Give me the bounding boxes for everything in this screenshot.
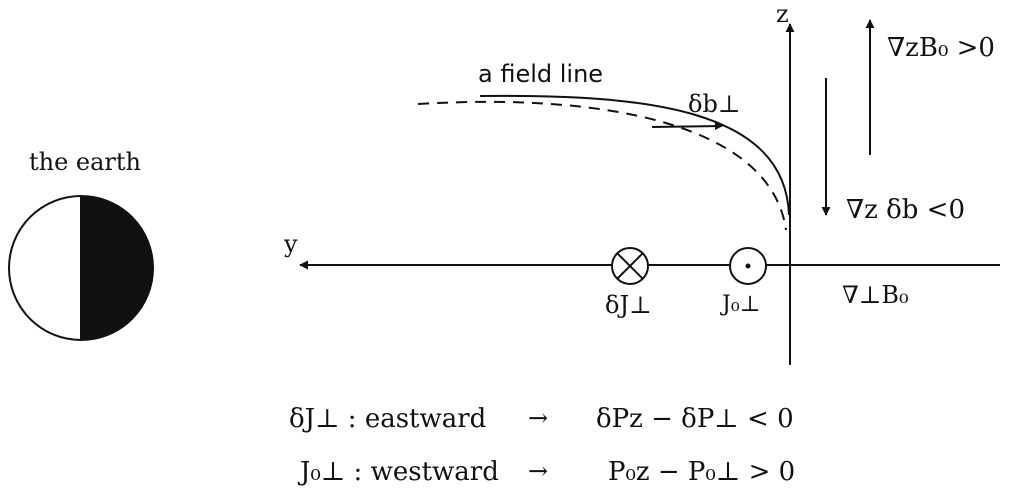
relation-2: J₀⊥ : westward → P₀z − P₀⊥ > 0 (297, 457, 795, 487)
earth-nightside (81, 196, 153, 340)
J0-perp-label: J₀⊥ (720, 292, 760, 317)
field-line-label: a field line (478, 60, 603, 88)
delta-J-perp-label: δJ⊥ (605, 291, 652, 319)
J0-perp-symbol (729, 247, 767, 285)
field-line (479, 94, 790, 216)
delta-b-perp-arrow (651, 122, 723, 131)
y-axis-label: y (283, 230, 298, 258)
earth-group: the earth (8, 148, 154, 341)
relation-2-lhs: J₀⊥ : westward (297, 457, 499, 487)
relation-2-arrow: → (528, 457, 548, 485)
grad-perp-B0-label: ∇⊥B₀ (842, 281, 909, 309)
z-axis-label: z (776, 0, 789, 28)
grad-z-db-label: ∇z δb <0 (846, 195, 965, 225)
delta-J-perp-symbol (611, 247, 649, 285)
perturbed-field-line (417, 100, 787, 231)
relation-2-rhs: P₀z − P₀⊥ > 0 (608, 457, 795, 487)
relation-1: δJ⊥ : eastward → δPz − δP⊥ < 0 (289, 404, 794, 434)
delta-b-perp-label: δb⊥ (688, 90, 740, 118)
relation-1-rhs: δPz − δP⊥ < 0 (596, 404, 794, 434)
relation-1-lhs: δJ⊥ : eastward (289, 404, 486, 434)
grad-z-B0-label: ∇zB₀ >0 (887, 33, 995, 63)
earth-label: the earth (29, 148, 141, 176)
relation-1-arrow: → (528, 404, 548, 432)
